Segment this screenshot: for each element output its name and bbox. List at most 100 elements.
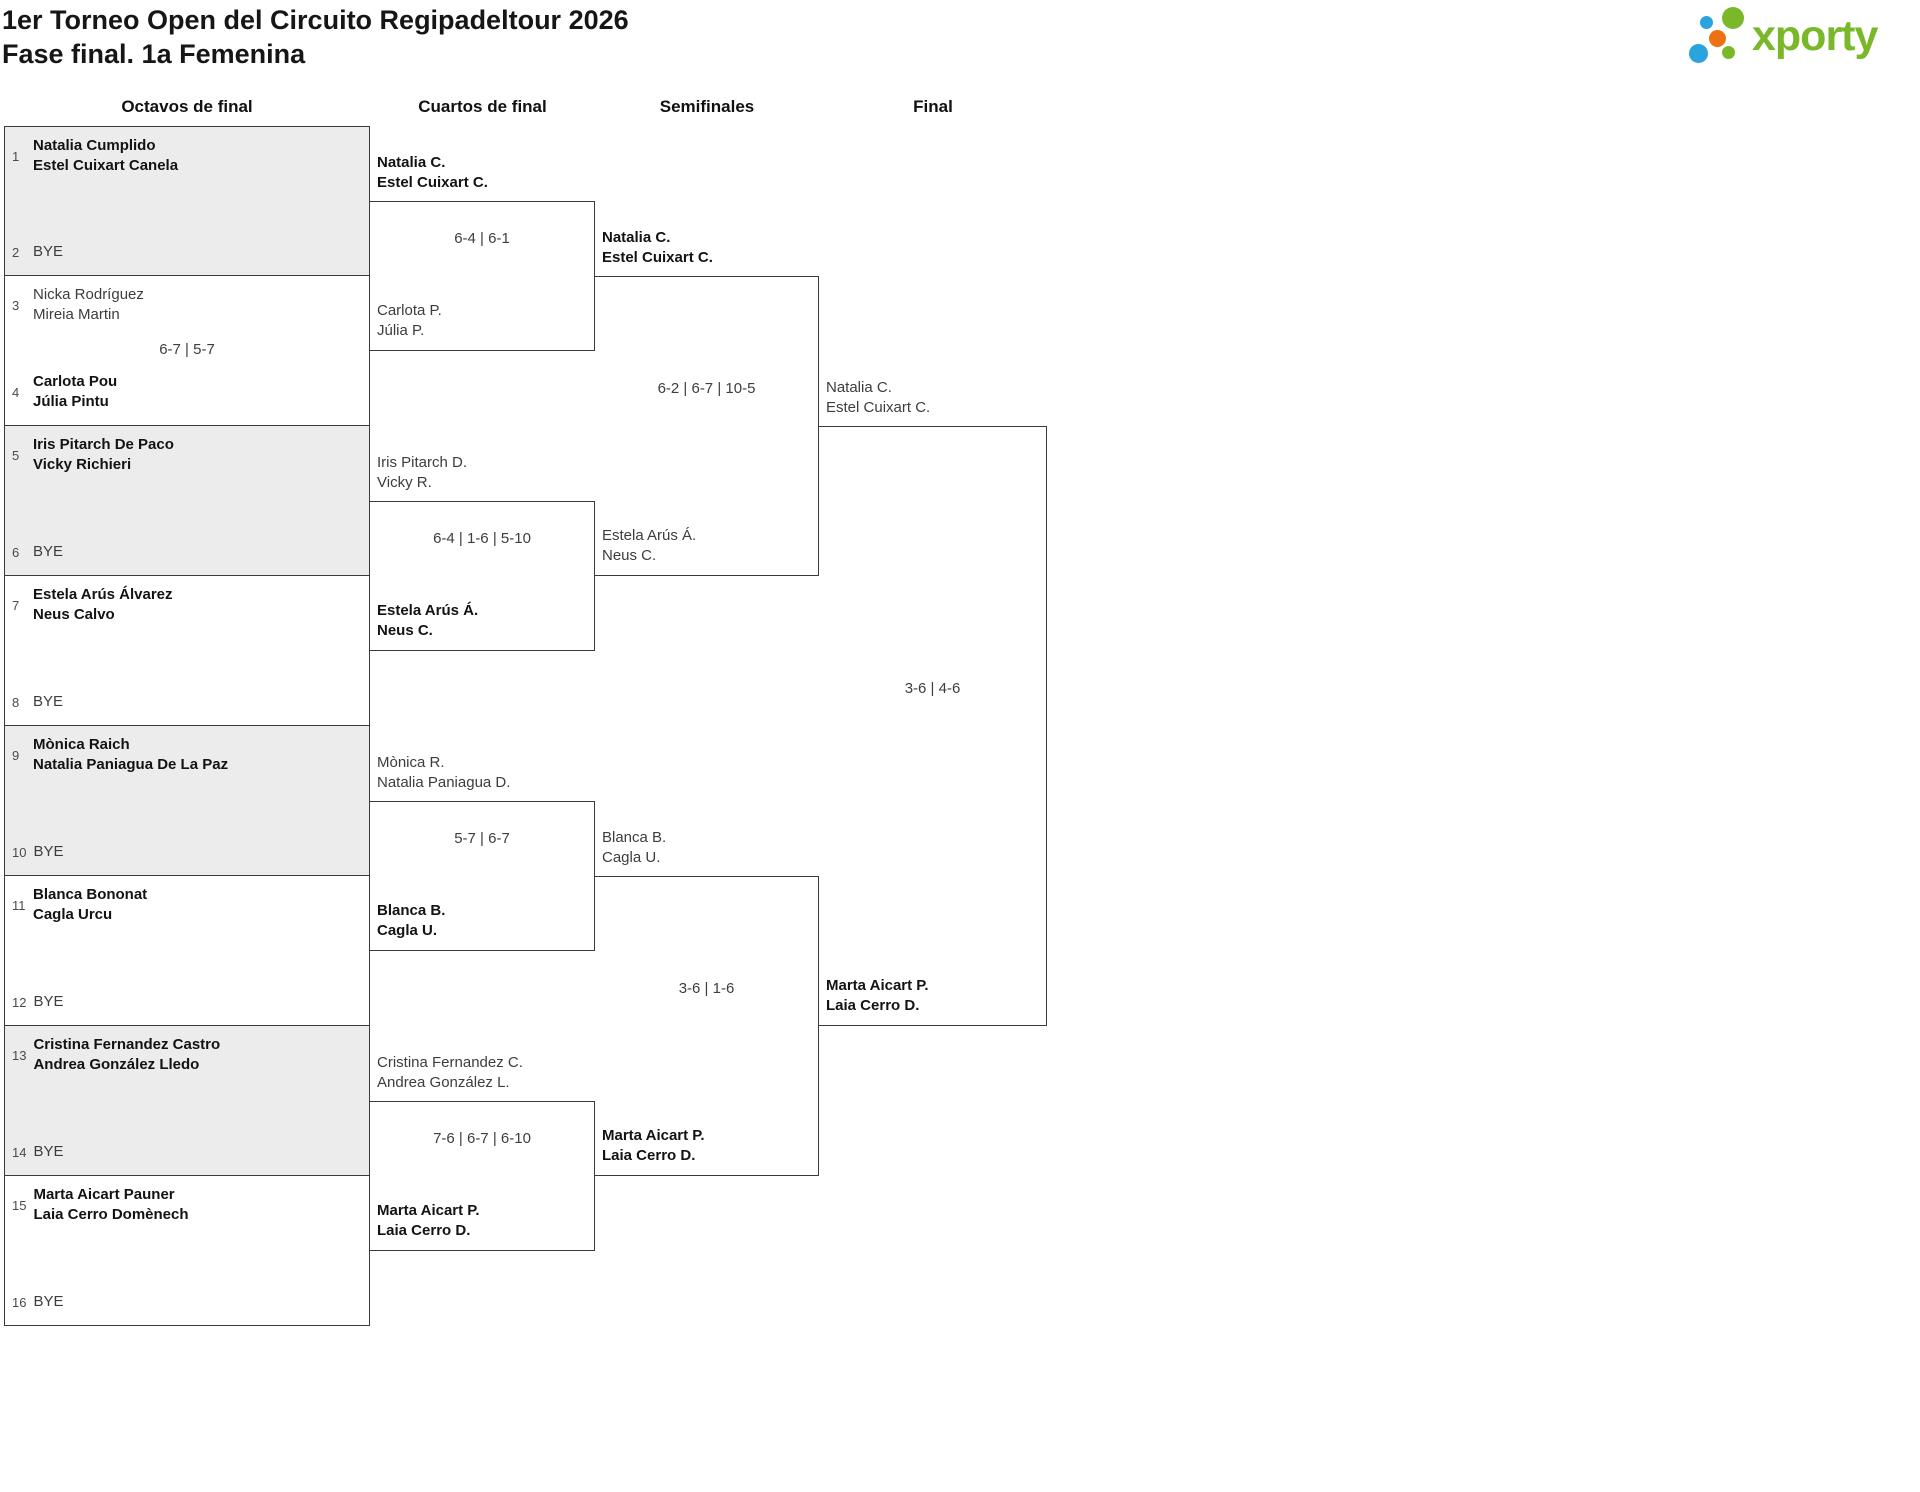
logo-dot-icon xyxy=(1722,46,1735,59)
team-label-bottom: Estela Arús Á. Neus C. xyxy=(602,526,696,566)
team-label-bottom: Blanca B. Cagla U. xyxy=(377,901,445,941)
logo-dot-icon xyxy=(1689,44,1708,63)
seed-number: 14 xyxy=(12,1144,27,1160)
seed-number: 9 xyxy=(12,747,20,763)
player-name: Iris Pitarch D. xyxy=(377,454,468,471)
player-name: Júlia P. xyxy=(377,322,425,339)
player-name: Laia Cerro Domènech xyxy=(33,1206,189,1223)
team-row: 15 Marta Aicart Pauner Laia Cerro Domène… xyxy=(5,1185,369,1225)
team-names: Cristina Fernandez Castro Andrea Gonzále… xyxy=(33,1035,220,1075)
xporty-logo[interactable]: xporty xyxy=(1686,5,1918,69)
team-names: Mònica Raich Natalia Paniagua De La Paz xyxy=(33,735,228,775)
player-name: Vicky Richieri xyxy=(33,456,132,473)
seed-number: 2 xyxy=(12,244,20,260)
player-name: Vicky R. xyxy=(377,474,432,491)
team-names: Nicka Rodríguez Mireia Martin xyxy=(33,285,144,325)
team-label-top: Natalia C. Estel Cuixart C. xyxy=(377,153,488,193)
seed-number: 3 xyxy=(12,297,20,313)
player-name: Estel Cuixart C. xyxy=(602,249,713,266)
team-names: Iris Pitarch De Paco Vicky Richieri xyxy=(33,435,174,475)
match-octavos-5[interactable]: 9 Mònica Raich Natalia Paniagua De La Pa… xyxy=(4,726,370,876)
match-octavos-4[interactable]: 7 Estela Arús Álvarez Neus Calvo 8 BYE xyxy=(4,576,370,726)
match-cuartos-1[interactable]: Natalia C. Estel Cuixart C. 6-4 | 6-1 Ca… xyxy=(370,154,595,351)
team-names: BYE xyxy=(33,242,63,262)
team-label-top: Natalia C. Estel Cuixart C. xyxy=(826,378,930,418)
team-row: 16 BYE xyxy=(5,1292,369,1312)
seed-number: 11 xyxy=(12,897,26,913)
match-semifinal-1[interactable]: Natalia C. Estel Cuixart C. 6-2 | 6-7 | … xyxy=(595,229,819,576)
player-name: BYE xyxy=(33,243,64,260)
match-final[interactable]: Natalia C. Estel Cuixart C. 3-6 | 4-6 Ma… xyxy=(819,379,1047,1026)
round-header-final: Final xyxy=(913,97,953,116)
tournament-name: 1er Torneo Open del Circuito Regipadelto… xyxy=(2,5,629,35)
logo-dot-icon xyxy=(1709,30,1726,47)
team-names: BYE xyxy=(33,542,63,562)
player-name: Estel Cuixart C. xyxy=(377,174,488,191)
team-row: 5 Iris Pitarch De Paco Vicky Richieri xyxy=(5,435,369,475)
player-name: Mireia Martin xyxy=(33,306,120,323)
logo-text: xporty xyxy=(1752,12,1878,60)
team-row: 3 Nicka Rodríguez Mireia Martin xyxy=(5,285,369,325)
match-cuartos-2[interactable]: Iris Pitarch D. Vicky R. 6-4 | 1-6 | 5-1… xyxy=(370,454,595,651)
team-names: BYE xyxy=(33,1292,63,1312)
player-name: Blanca B. xyxy=(377,902,446,919)
team-names: Marta Aicart Pauner Laia Cerro Domènech xyxy=(33,1185,188,1225)
player-name: Laia Cerro D. xyxy=(377,1222,471,1239)
match-octavos-6[interactable]: 11 Blanca Bononat Cagla Urcu 12 BYE xyxy=(4,876,370,1026)
team-row: 6 BYE xyxy=(5,542,369,562)
team-row: 2 BYE xyxy=(5,242,369,262)
match-semifinal-2[interactable]: Blanca B. Cagla U. 3-6 | 1-6 Marta Aicar… xyxy=(595,829,819,1176)
match-score: 3-6 | 4-6 xyxy=(904,680,961,697)
player-name: Júlia Pintu xyxy=(33,393,109,410)
player-name: Natalia C. xyxy=(377,154,446,171)
round-header-octavos: Octavos de final xyxy=(121,97,253,116)
logo-dot-icon xyxy=(1700,16,1713,29)
team-label-top: Cristina Fernandez C. Andrea González L. xyxy=(377,1053,523,1093)
match-octavos-8[interactable]: 15 Marta Aicart Pauner Laia Cerro Domène… xyxy=(4,1176,370,1326)
player-name: Estela Arús Á. xyxy=(602,527,697,544)
seed-number: 5 xyxy=(12,447,20,463)
team-label-bottom: Marta Aicart P. Laia Cerro D. xyxy=(377,1201,480,1241)
team-names: BYE xyxy=(33,992,63,1012)
team-row: 11 Blanca Bononat Cagla Urcu xyxy=(5,885,369,925)
team-row: 10 BYE xyxy=(5,842,369,862)
match-score: 6-4 | 1-6 | 5-10 xyxy=(433,530,531,547)
player-name: Neus C. xyxy=(377,622,433,639)
team-row: 9 Mònica Raich Natalia Paniagua De La Pa… xyxy=(5,735,369,775)
player-name: Natalia C. xyxy=(826,379,892,396)
player-name: BYE xyxy=(33,693,64,710)
seed-number: 15 xyxy=(12,1197,27,1213)
player-name: Iris Pitarch De Paco xyxy=(33,436,174,453)
match-octavos-1[interactable]: 1 Natalia Cumplido Estel Cuixart Canela … xyxy=(4,126,370,276)
match-cuartos-3[interactable]: Mònica R. Natalia Paniagua D. 5-7 | 6-7 … xyxy=(370,754,595,951)
player-name: Natalia Paniagua D. xyxy=(377,774,511,791)
player-name: Estela Arús Á. xyxy=(377,602,479,619)
seed-number: 4 xyxy=(12,384,20,400)
match-score: 6-7 | 5-7 xyxy=(159,340,215,358)
match-octavos-2[interactable]: 3 Nicka Rodríguez Mireia Martin 6-7 | 5-… xyxy=(4,276,370,426)
player-name: Neus C. xyxy=(602,547,657,564)
player-name: BYE xyxy=(33,1143,64,1160)
team-label-top: Mònica R. Natalia Paniagua D. xyxy=(377,753,510,793)
player-name: Natalia C. xyxy=(602,229,671,246)
seed-number: 12 xyxy=(12,994,27,1010)
match-octavos-3[interactable]: 5 Iris Pitarch De Paco Vicky Richieri 6 … xyxy=(4,426,370,576)
team-row: 12 BYE xyxy=(5,992,369,1012)
team-label-bottom: Marta Aicart P. Laia Cerro D. xyxy=(826,976,929,1016)
team-row: 8 BYE xyxy=(5,692,369,712)
player-name: Carlota P. xyxy=(377,302,442,319)
team-row: 14 BYE xyxy=(5,1142,369,1162)
player-name: Mònica R. xyxy=(377,754,445,771)
player-name: BYE xyxy=(33,843,64,860)
team-row: 4 Carlota Pou Júlia Pintu xyxy=(5,372,369,412)
seed-number: 16 xyxy=(12,1294,27,1310)
player-name: Andrea González L. xyxy=(377,1074,510,1091)
player-name: Marta Aicart P. xyxy=(602,1127,705,1144)
player-name: Andrea González Lledo xyxy=(33,1056,200,1073)
match-octavos-7[interactable]: 13 Cristina Fernandez Castro Andrea Gonz… xyxy=(4,1026,370,1176)
player-name: Estel Cuixart C. xyxy=(826,399,931,416)
player-name: Cagla U. xyxy=(377,922,438,939)
match-score: 5-7 | 6-7 xyxy=(454,830,510,847)
match-cuartos-4[interactable]: Cristina Fernandez C. Andrea González L.… xyxy=(370,1054,595,1251)
